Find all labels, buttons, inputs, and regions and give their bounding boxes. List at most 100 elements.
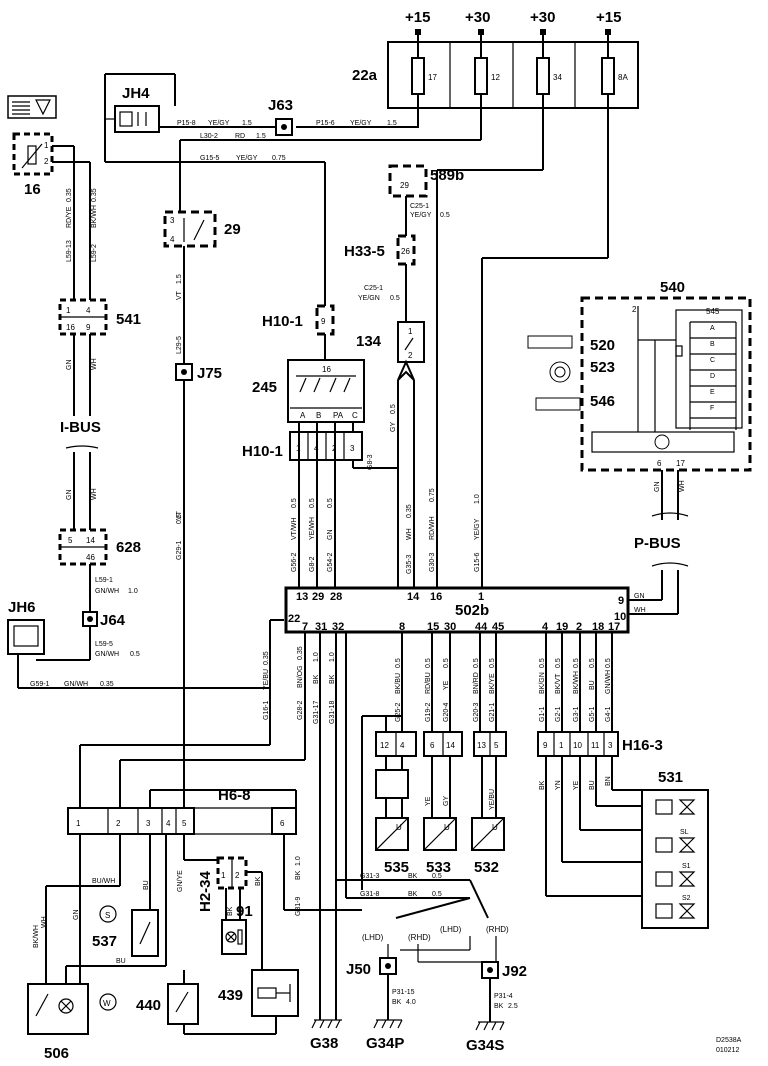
supply-terminals: +15 +30 +30 +15 <box>405 9 621 35</box>
wire-label: RD <box>235 133 245 140</box>
wire-label: G8-3 <box>367 454 374 470</box>
wire-label: 0.5 <box>573 658 580 668</box>
wire-label: WH <box>634 607 646 614</box>
pin-label: 4 <box>166 819 171 828</box>
component-134: 134 1 2 0.5 GY G8-3 G35-3 WH 0.35 <box>356 321 425 588</box>
pin-label: 17 <box>608 621 620 633</box>
pin-label: 2 <box>235 871 240 880</box>
wire-label: 1.5 <box>256 133 266 140</box>
wire-label: 0.35 <box>297 646 304 660</box>
wire-label: BK <box>539 780 546 790</box>
wire-label: G31-17 <box>313 701 320 724</box>
pin-label: 10 <box>573 741 582 750</box>
pin-label: 546 <box>590 393 615 410</box>
supply-label: +30 <box>530 9 555 26</box>
component-628: 5 14 46 628 L59-1 GN/WH 1.0 <box>58 528 141 612</box>
wire-label: L29-5 <box>176 336 183 354</box>
pin-label: 4 <box>400 741 405 750</box>
wire-label: 1.5 <box>176 274 183 284</box>
wire-label: YE/GN <box>358 295 380 302</box>
pin-label: 5 <box>494 741 499 750</box>
component-537-label: 537 <box>92 933 117 950</box>
wire-label: BN/OG <box>297 665 304 688</box>
wire-label: 0.35 <box>66 188 73 202</box>
wire-label: G19-2 <box>425 702 432 722</box>
wire-label: WH <box>91 488 98 500</box>
wire-label: G4-1 <box>605 706 612 722</box>
pin-label: 1 <box>408 327 413 336</box>
j63-splice: J63 <box>268 97 293 136</box>
h10-1-bottom: H10-1 1 4 2 3 G56-2 VT/WH 0.5 G8-2 YE/WH… <box>242 422 398 588</box>
wire-label: BK/VT <box>555 673 562 694</box>
pin-label: 13 <box>477 741 486 750</box>
wire-label: BK/WH <box>573 671 580 694</box>
wire-label: BN <box>605 776 612 786</box>
component-535: U 535 <box>375 817 409 876</box>
pin-label: 26 <box>401 247 410 256</box>
pin-label: 1 <box>559 741 564 750</box>
pin-label: 5 <box>182 819 187 828</box>
wire-label: GN <box>654 482 661 493</box>
wire-label: YN <box>555 780 562 790</box>
wire-label: 1.0 <box>295 856 302 866</box>
wire-label: 0.5 <box>176 514 183 524</box>
wire-label: RD/WH <box>429 516 436 540</box>
wire-label: G56-2 <box>291 552 298 572</box>
wire-label: BK/WH <box>91 205 98 228</box>
h33-5-label: H33-5 <box>344 243 385 260</box>
wire-label: G15-5 <box>200 155 220 162</box>
pin-label: 1 <box>221 871 226 880</box>
wire-label: C25-1 <box>364 285 383 292</box>
lhd-label: (LHD) <box>440 925 462 934</box>
wire-label: BK/YE <box>489 673 496 694</box>
wire-label: 0.5 <box>327 498 334 508</box>
wire-label: BK <box>408 891 418 898</box>
pin-label: 15 <box>427 621 439 633</box>
wire-label: BK <box>494 1003 504 1010</box>
wire-label: 1.0 <box>474 494 481 504</box>
wire-label: BK <box>227 906 234 916</box>
wire-label: GN/YE <box>177 870 184 892</box>
wire-label: 0.35 <box>263 651 270 665</box>
rhd-label: (RHD) <box>486 925 509 934</box>
ground-g38-label: G38 <box>310 1035 338 1052</box>
wire-label: 0.5 <box>443 658 450 668</box>
wire-label: G29-1 <box>176 540 183 560</box>
p-bus: P-BUS GN WH <box>628 512 689 615</box>
wire-label: YE/WH <box>309 517 316 540</box>
wire-label: G31-8 <box>360 891 380 898</box>
wire-label: G31-18 <box>329 701 336 724</box>
pin-label: 8 <box>399 621 405 633</box>
wire-label: GY <box>443 796 450 806</box>
wire-label: 0.5 <box>589 658 596 668</box>
wire-label: 0.5 <box>395 658 402 668</box>
wire-label: 0.5 <box>432 873 442 880</box>
h16-3-connector: H16-3 12 4 6 14 13 5 9 1 10 11 3 YE <box>361 715 663 897</box>
wire-label: YE <box>573 780 580 790</box>
pin-label: 3 <box>146 819 151 828</box>
pin-label: 22 <box>288 613 300 625</box>
component-29-label: 29 <box>224 221 241 238</box>
drawing-code: D2538A <box>716 1037 742 1044</box>
pin-label: A <box>710 325 715 332</box>
pin-label: 4 <box>170 235 175 244</box>
wire-label: 0.75 <box>272 155 286 162</box>
pin-label: 9 <box>86 323 91 332</box>
wire-label: YE/GY <box>208 120 230 127</box>
pin-label: 520 <box>590 337 615 354</box>
wire-label: GN <box>634 593 645 600</box>
h10-1-top: H10-1 9 <box>262 304 335 360</box>
pin-label: 5 <box>68 536 73 545</box>
pin-label: 1 <box>44 141 49 150</box>
wire-label: BK/BU <box>395 673 402 694</box>
component-245: 16 A B PA C 245 <box>252 359 365 423</box>
wire-label: 1.0 <box>128 588 138 595</box>
jh6-label: JH6 <box>8 599 36 616</box>
pin-label: 17 <box>676 459 685 468</box>
wire-label: VT <box>176 510 183 520</box>
pin-label: 6 <box>430 741 435 750</box>
pin-label: 6 <box>657 459 662 468</box>
wire-label: BU <box>116 958 126 965</box>
j75-splice: J75 VT G29-1 0.5 <box>175 363 222 808</box>
